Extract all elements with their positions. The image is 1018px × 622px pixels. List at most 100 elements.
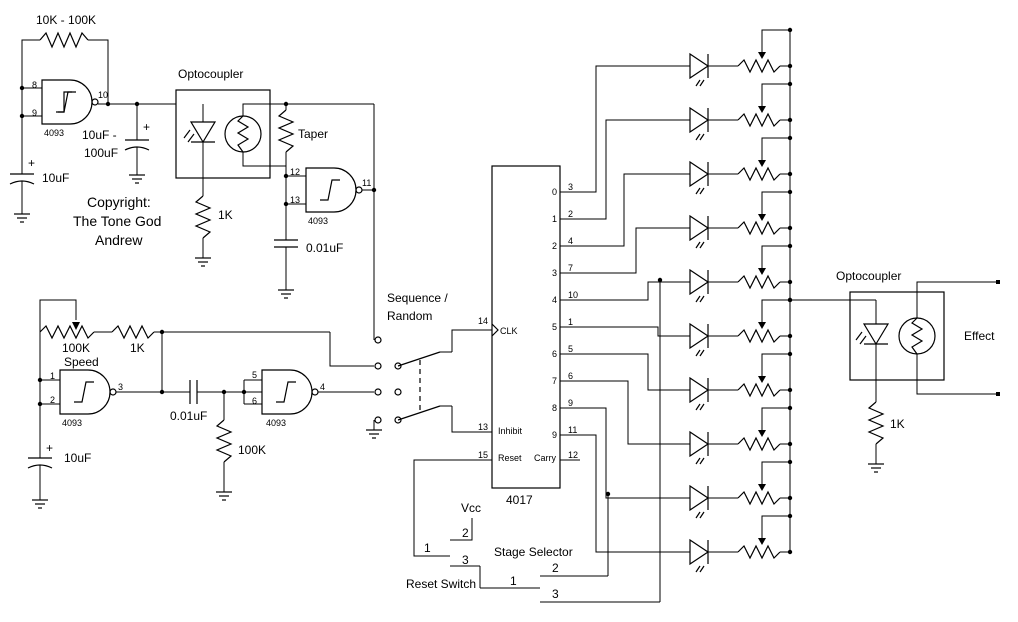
schmitt-nand-gate-4: 5 6 4 4093 — [252, 369, 325, 428]
gate4-pin-out: 4 — [320, 382, 325, 392]
led-icon — [689, 52, 710, 80]
led-feed-wire — [584, 227, 690, 274]
ic-output-q7-label: 7 — [552, 376, 557, 386]
cap-001-b-label: 0.01uF — [170, 409, 207, 423]
led-ray — [699, 79, 705, 87]
led-feed-wire — [584, 434, 690, 553]
stage-pot[interactable] — [737, 436, 781, 452]
led-ray — [699, 565, 705, 573]
speed-oscillator-section: 100K 1K Speed 1 2 3 4093 0.01uF 100K — [27, 299, 374, 509]
stage-selector-section[interactable]: Stage Selector 2 3 — [494, 277, 663, 603]
seq-random-label-2: Random — [387, 309, 432, 323]
ic-output-q0-label: 0 — [552, 187, 557, 197]
led-feed-wire — [584, 407, 690, 499]
gate1-pin-a: 8 — [32, 80, 37, 90]
ic-pin-inhibit-name: Inhibit — [498, 426, 523, 436]
gate2-pin-b: 13 — [290, 195, 300, 205]
ic-output-pin-9: 9 — [568, 398, 573, 408]
cap-big-label-1: 10uF - — [82, 128, 117, 142]
led-icon — [689, 268, 710, 296]
stage-pot[interactable] — [737, 328, 781, 344]
stage-pot[interactable] — [737, 544, 781, 560]
led-feed-wire — [584, 119, 690, 220]
resistor-1k-c: 1K — [867, 401, 905, 473]
effect-label: Effect — [964, 329, 995, 343]
resistor-1k-b — [111, 324, 155, 340]
led-ray — [695, 565, 701, 573]
reset-switch-section[interactable]: Vcc 2 1 3 Reset Switch 1 — [406, 501, 540, 591]
pot-wiper-wire — [761, 353, 790, 378]
copyright-line-2: The Tone God — [73, 213, 161, 229]
pot-wiper-wire — [761, 29, 790, 54]
oscillator-section: 10K - 100K 8 9 10 4093 + — [9, 13, 176, 248]
ic-pin-clk-name: CLK — [500, 326, 518, 336]
stage-pot[interactable] — [737, 58, 781, 74]
stage-pot[interactable] — [737, 490, 781, 506]
gate1-pin-out: 10 — [98, 90, 108, 100]
led-feed-wire — [584, 380, 690, 445]
led-icon — [689, 538, 710, 566]
led-ray — [695, 511, 701, 519]
seq-random-label-1: Sequence / — [387, 291, 448, 305]
led-icon — [689, 430, 710, 458]
ic-output-pin-1: 1 — [568, 317, 573, 327]
stage-pot[interactable] — [737, 166, 781, 182]
gate1-pin-b: 9 — [32, 108, 37, 118]
led-icon — [689, 376, 710, 404]
ic-output-pin-2: 2 — [568, 209, 573, 219]
ic-output-q5-label: 5 — [552, 322, 557, 332]
led-stage-0 — [689, 27, 793, 87]
optocoupler-right-label: Optocoupler — [836, 269, 901, 283]
pot-wiper-arrow — [758, 430, 766, 437]
pot-wiper-wire — [761, 299, 790, 324]
gate4-pin-b: 6 — [252, 396, 257, 406]
resistor-100k — [215, 419, 233, 463]
schmitt-nand-gate-1: 8 9 10 4093 — [32, 79, 108, 138]
pot-wiper-arrow — [758, 106, 766, 113]
gate3-chip-label: 4093 — [62, 418, 82, 428]
stage-pot[interactable] — [737, 220, 781, 236]
speed-pot-label: 100K — [62, 341, 90, 355]
pot-wiper-wire — [761, 407, 790, 432]
stage-pot[interactable] — [737, 112, 781, 128]
led-ray — [699, 457, 705, 465]
feedback-resistor-label: 10K - 100K — [36, 13, 96, 27]
schmitt-nand-gate-2: 12 13 11 4093 — [290, 167, 371, 226]
led-stage-2 — [689, 135, 793, 195]
led-stage-1 — [689, 81, 793, 141]
led-ray — [695, 187, 701, 195]
reset-switch-label: Reset Switch — [406, 577, 476, 591]
ic-pin-reset-name: Reset — [498, 453, 522, 463]
ic-output-pin-3: 3 — [568, 182, 573, 192]
vcc-label: Vcc — [461, 501, 481, 515]
stage-pot[interactable] — [737, 274, 781, 290]
pot-wiper-wire — [761, 191, 790, 216]
schmitt-nand-gate-3: 1 2 3 4093 — [50, 369, 123, 428]
taper-label: Taper — [298, 127, 328, 141]
cap-big-label-2: 100uF — [84, 146, 118, 160]
stage-pin-3-label: 3 — [552, 587, 559, 601]
ic-output-pin-5: 5 — [568, 344, 573, 354]
sequence-random-switch[interactable]: Sequence / Random — [329, 291, 452, 439]
led-ray — [695, 79, 701, 87]
stage-pot[interactable] — [737, 382, 781, 398]
led-ray — [695, 349, 701, 357]
led-ray — [699, 133, 705, 141]
resistor-1k-a: 1K — [194, 195, 233, 267]
led-icon — [689, 106, 710, 134]
ic-output-q3-label: 3 — [552, 268, 557, 278]
led-ray — [699, 349, 705, 357]
copyright-line-3: Andrew — [95, 232, 143, 248]
ic-output-q1-label: 1 — [552, 214, 557, 224]
gate2-pin-out: 11 — [362, 178, 371, 188]
ic-output-q9-label: 9 — [552, 430, 557, 440]
ic-output-q6-label: 6 — [552, 349, 557, 359]
ic-output-pin-7: 7 — [568, 263, 573, 273]
led-ray — [699, 511, 705, 519]
led-feed-wire — [584, 281, 690, 301]
led-ray — [699, 403, 705, 411]
ic-output-pin-6: 6 — [568, 371, 573, 381]
led-stage-4 — [689, 243, 793, 303]
res-100k-label: 100K — [238, 443, 266, 457]
svg-text:+: + — [28, 156, 35, 170]
